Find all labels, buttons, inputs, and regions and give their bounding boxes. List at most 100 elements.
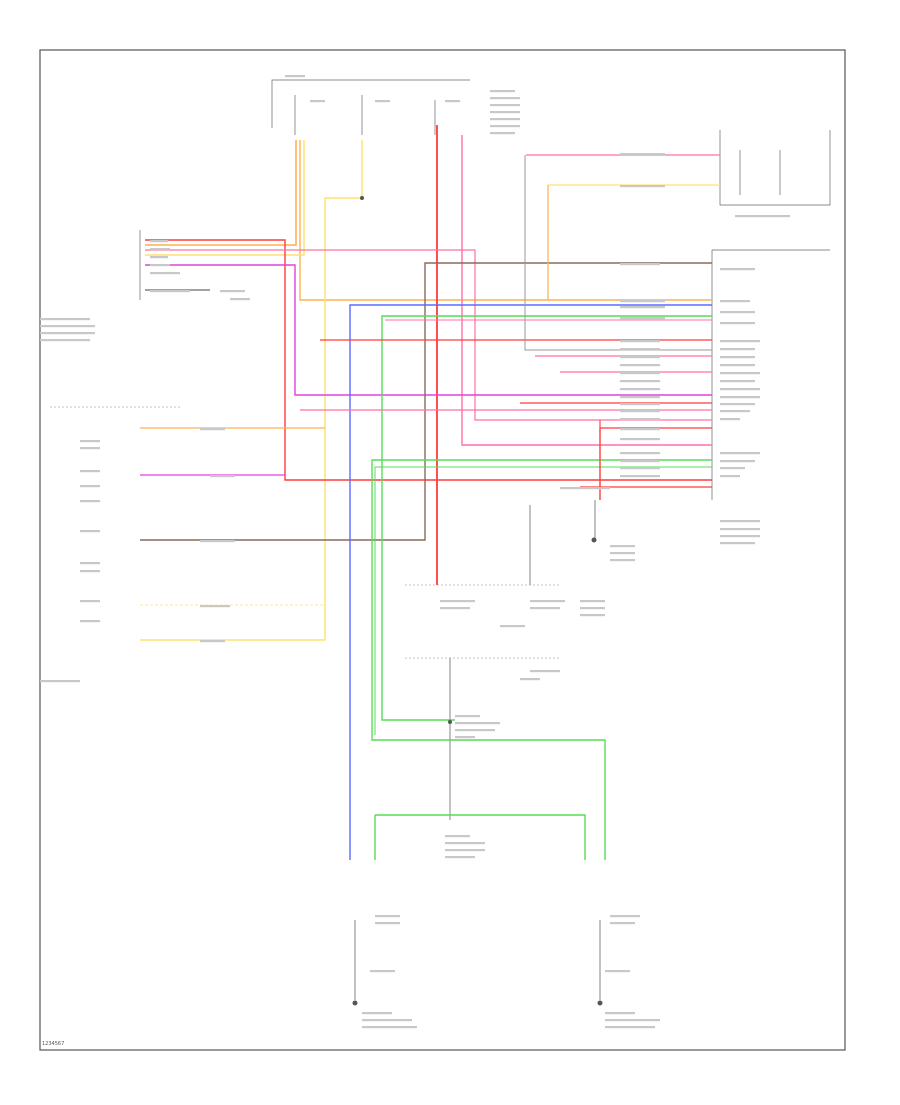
- label-mark: [720, 475, 740, 478]
- label-mark: [210, 475, 235, 478]
- label-mark: [720, 410, 750, 413]
- ground-points: [352, 196, 603, 1006]
- label-mark: [455, 729, 495, 732]
- label-mark: [375, 915, 400, 918]
- label-mark: [455, 722, 500, 725]
- label-mark: [490, 111, 520, 114]
- wire-gray-cluster: [524, 155, 712, 351]
- label-mark: [610, 915, 640, 918]
- label-mark: [490, 125, 520, 128]
- label-mark: [80, 470, 100, 473]
- label-mark: [605, 1012, 635, 1015]
- label-mark: [620, 372, 660, 375]
- footer-code: 1234567: [42, 1041, 64, 1047]
- label-mark: [620, 396, 660, 399]
- label-mark: [580, 614, 605, 617]
- label-mark: [490, 90, 515, 93]
- label-mark: [362, 1012, 392, 1015]
- label-mark: [620, 467, 660, 470]
- label-mark: [620, 418, 660, 421]
- label-mark: [455, 736, 475, 739]
- label-mark: [200, 605, 230, 608]
- label-mark: [530, 607, 560, 610]
- label-mark: [620, 475, 660, 478]
- label-mark: [720, 372, 760, 375]
- label-mark: [445, 849, 485, 852]
- label-mark: [200, 540, 235, 543]
- label-mark: [530, 670, 560, 673]
- label-mark: [620, 428, 660, 431]
- label-mark: [720, 356, 755, 359]
- label-mark: [80, 562, 100, 565]
- label-mark: [620, 263, 660, 266]
- label-mark: [80, 447, 100, 450]
- label-mark: [620, 356, 660, 359]
- label-mark: [720, 388, 760, 391]
- wire-orange-fuse: [145, 140, 297, 246]
- label-mark: [610, 545, 635, 548]
- wire-red-left-loop: [145, 239, 712, 481]
- label-mark: [40, 325, 95, 328]
- label-mark: [720, 396, 760, 399]
- wire-pink-main: [461, 135, 712, 446]
- label-mark: [620, 348, 660, 351]
- label-mark: [720, 403, 755, 406]
- label-mark: [200, 428, 225, 431]
- wire-brown: [140, 262, 712, 541]
- label-mark: [620, 364, 660, 367]
- label-mark: [440, 607, 470, 610]
- label-mark: [150, 240, 168, 243]
- label-mark: [150, 248, 170, 251]
- label-mark: [445, 100, 460, 103]
- wire-green-2: [371, 459, 712, 860]
- label-mark: [445, 856, 475, 859]
- label-mark: [620, 460, 660, 463]
- label-mark: [40, 318, 90, 321]
- label-mark: [375, 922, 400, 925]
- label-mark: [610, 552, 635, 555]
- fuse-drops: [294, 95, 436, 135]
- lighting-control-module-edge: [711, 249, 830, 500]
- label-mark: [80, 485, 100, 488]
- wire-orange-batt: [299, 140, 712, 301]
- label-mark: [150, 256, 168, 259]
- wire-yellow-switch: [140, 140, 363, 641]
- label-mark: [720, 528, 760, 531]
- label-mark: [605, 970, 630, 973]
- label-mark: [220, 290, 245, 293]
- label-mark: [80, 570, 100, 573]
- label-mark: [720, 520, 760, 523]
- diagram-frame: [39, 49, 846, 1051]
- instrument-cluster-box: [719, 130, 831, 206]
- label-mark: [230, 298, 250, 301]
- wire-magenta-left: [145, 264, 712, 396]
- label-mark: [610, 559, 635, 562]
- label-mark: [150, 272, 180, 275]
- label-mark: [620, 340, 660, 343]
- label-mark: [620, 153, 665, 156]
- label-mark: [620, 306, 665, 309]
- label-mark: [720, 348, 755, 351]
- label-mark: [375, 100, 390, 103]
- label-mark: [720, 322, 755, 325]
- label-mark: [490, 97, 520, 100]
- label-mark: [40, 332, 95, 335]
- label-mark: [490, 132, 515, 135]
- label-mark: [580, 600, 605, 603]
- label-mark: [720, 364, 755, 367]
- label-mark: [150, 264, 170, 267]
- label-mark: [455, 715, 480, 718]
- label-mark: [490, 118, 520, 121]
- label-mark: [490, 104, 520, 107]
- label-mark: [500, 625, 525, 628]
- label-mark: [620, 317, 665, 320]
- label-mark: [80, 440, 100, 443]
- label-mark: [80, 500, 100, 503]
- label-mark: [720, 452, 760, 455]
- label-mark: [620, 438, 660, 441]
- dimmer-switch-box: [405, 584, 560, 659]
- cluster-internal-lines: [739, 150, 781, 195]
- label-mark: [80, 530, 100, 533]
- label-mark: [362, 1026, 417, 1029]
- label-mark: [620, 403, 660, 406]
